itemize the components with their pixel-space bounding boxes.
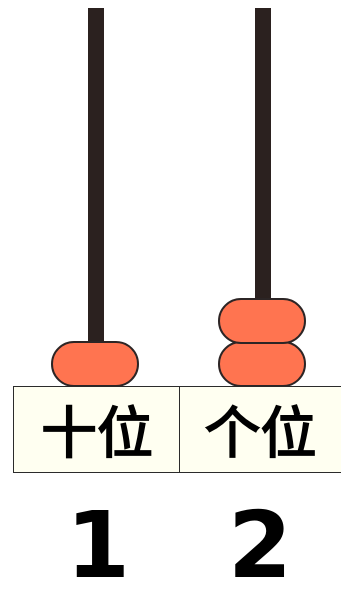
ones-digit: 2 (227, 492, 292, 599)
ones-place-label: 个位 (179, 386, 341, 473)
ones-rod-column (178, 0, 341, 388)
tens-rod (88, 8, 104, 354)
ones-rod (255, 8, 271, 354)
tens-bead-1 (51, 341, 139, 387)
tens-rod-column (11, 0, 181, 388)
ones-bead-1 (218, 341, 306, 387)
tens-place-label: 十位 (13, 386, 181, 473)
ones-bead-2 (218, 298, 306, 344)
tens-digit: 1 (65, 492, 130, 599)
